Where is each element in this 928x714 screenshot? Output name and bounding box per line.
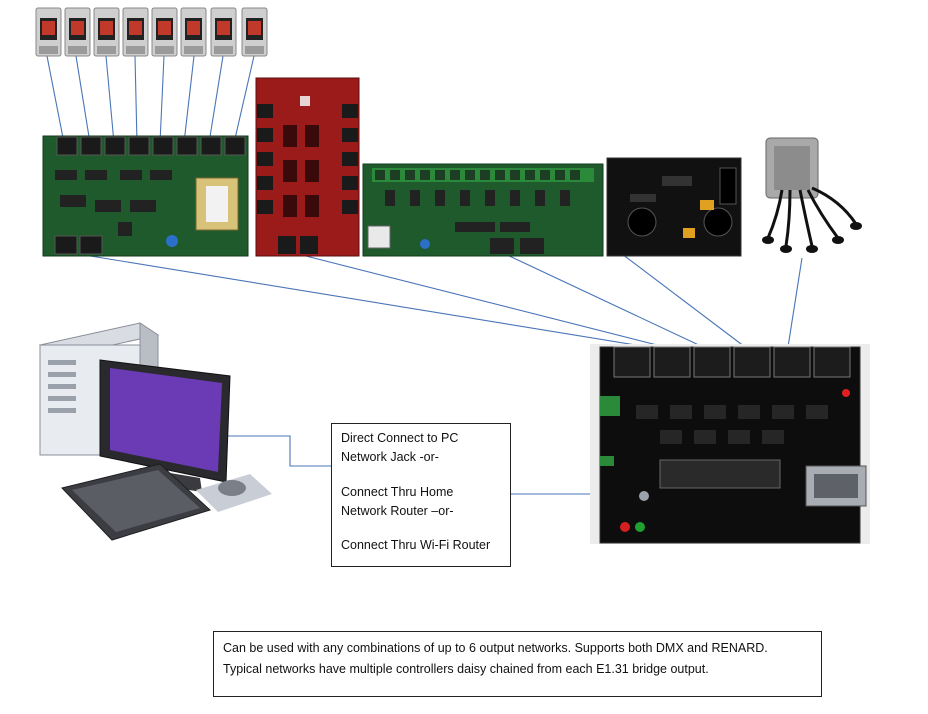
green-controller-board [42,135,249,257]
note-box: Can be used with any combinations of up … [213,631,822,697]
small-module [180,7,207,57]
connection-option-line: Network Router –or- [341,504,454,518]
connection-lines [46,55,803,495]
note-line: Typical networks have multiple controlle… [223,662,709,676]
small-module [151,7,178,57]
black-controller-board [606,157,742,257]
small-controller-modules [35,7,268,57]
connection-option-line: Connect Thru Home [341,485,454,499]
e131-bridge-board [590,344,870,544]
desktop-computer [38,322,272,541]
connection-option-line: Direct Connect to PC [341,431,459,445]
note-line: Can be used with any combinations of up … [223,641,768,655]
long-green-relay-board [362,163,604,257]
connection-option-line: Network Jack -or- [341,450,439,464]
small-module [241,7,268,57]
connection-option-line: Connect Thru Wi-Fi Router [341,538,491,552]
small-module [122,7,149,57]
connection-options-box: Direct Connect to PC Network Jack -or- C… [331,423,511,567]
red-controller-board [255,77,360,257]
small-module [210,7,237,57]
weatherproof-enclosure [762,137,862,253]
small-module [93,7,120,57]
small-module [35,7,62,57]
small-module [64,7,91,57]
